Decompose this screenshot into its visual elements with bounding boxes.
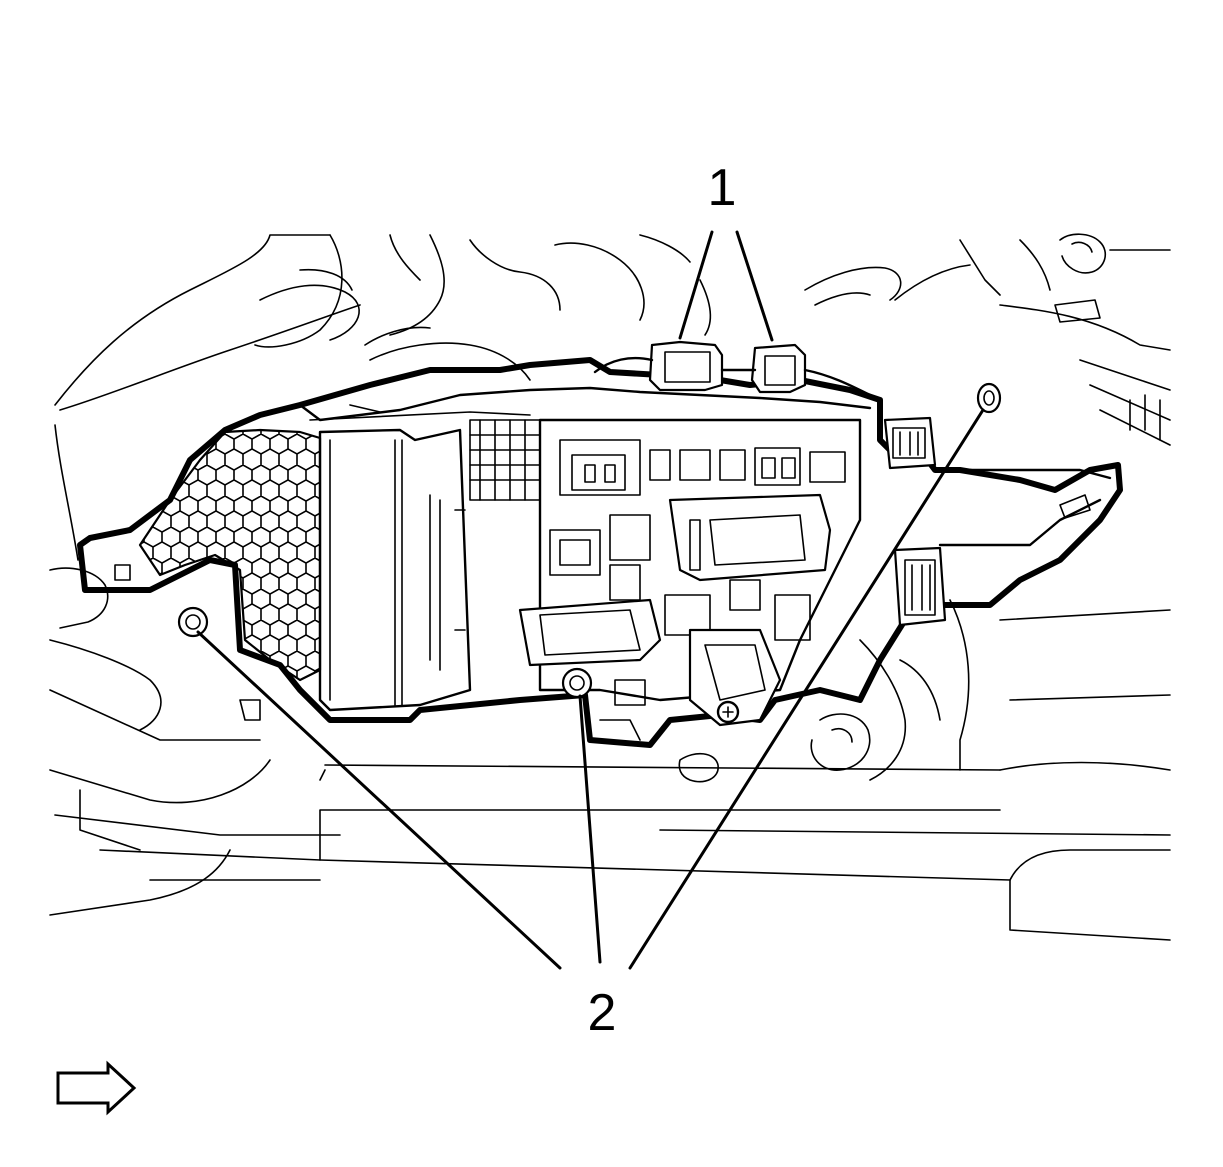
nut-right [976, 382, 1002, 414]
fuse-block-assembly [77, 340, 1123, 748]
callout-2-label: 2 [588, 984, 617, 1042]
callout-1-leaders [678, 230, 774, 342]
vehicle-body-background [49, 233, 1171, 941]
nut-center [561, 667, 593, 699]
callout-1-label: 1 [708, 159, 737, 217]
hex-mesh-shield [138, 428, 322, 682]
arrow-right-outline-icon [56, 1060, 137, 1116]
nut-left [177, 606, 209, 638]
callout-2-leaders [196, 408, 985, 970]
